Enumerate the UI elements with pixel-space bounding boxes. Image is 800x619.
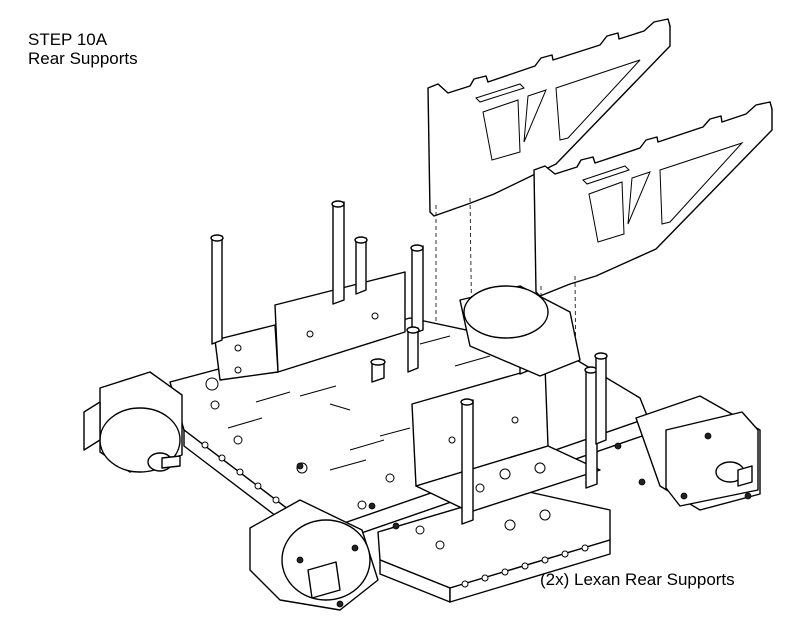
motor-left (83, 371, 183, 473)
motor-rear-right (635, 395, 761, 511)
front-bracket (214, 271, 406, 381)
step-subtitle: Rear Supports (28, 49, 138, 68)
motor-rear-back (459, 285, 581, 377)
step-title: STEP 10A (28, 30, 108, 49)
lexan-rear-support-1 (427, 18, 671, 217)
screws (296, 442, 646, 530)
motor-front (249, 499, 379, 611)
parts-caption: (2x) Lexan Rear Supports (540, 570, 735, 589)
lexan-rear-support-2 (533, 101, 773, 297)
